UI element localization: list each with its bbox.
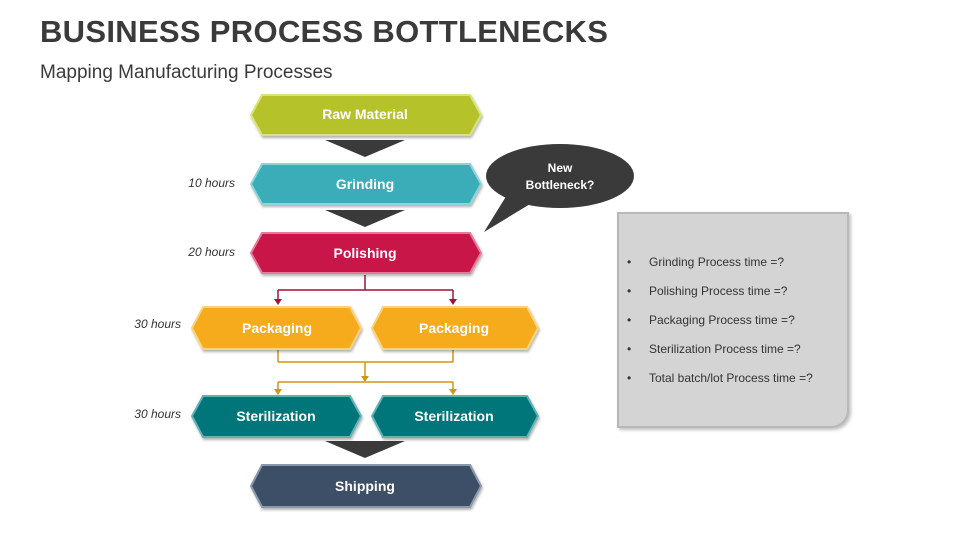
down-arrow-2 (325, 210, 405, 227)
down-arrow-3 (325, 441, 405, 458)
step-packaging-2 (370, 306, 540, 350)
callout-line-2: Bottleneck? (526, 178, 595, 192)
list-item: Grinding Process time =? (627, 254, 813, 283)
step-sterilization-1 (190, 395, 363, 438)
connector-arrowhead (361, 376, 369, 382)
time-label-polishing: 20 hours (187, 245, 235, 259)
callout-line-1: New (548, 161, 573, 175)
step-label-packaging-2: Packaging (419, 320, 489, 336)
step-polishing (249, 232, 483, 274)
time-label-grinding: 10 hours (188, 176, 235, 190)
step-label-sterilization-2: Sterilization (414, 408, 493, 424)
down-arrow-1 (325, 140, 405, 157)
list-item: Sterilization Process time =? (627, 341, 813, 370)
page-subtitle: Mapping Manufacturing Processes (40, 62, 333, 83)
step-label-sterilization-1: Sterilization (236, 408, 315, 424)
step-label-shipping: Shipping (335, 478, 395, 494)
process-time-list: Grinding Process time =? Polishing Proce… (627, 254, 813, 399)
step-label-polishing: Polishing (334, 245, 397, 261)
list-item: Total batch/lot Process time =? (627, 370, 813, 399)
connector-arrowhead (449, 389, 457, 395)
bottleneck-callout: New Bottleneck? (484, 144, 634, 232)
list-item: Polishing Process time =? (627, 283, 813, 312)
step-shipping (249, 464, 483, 508)
packaging-merge-connector (277, 350, 454, 390)
step-label-grinding: Grinding (336, 176, 394, 192)
list-item: Packaging Process time =? (627, 312, 813, 341)
connector-arrowhead (449, 299, 457, 305)
connector-arrowhead (274, 299, 282, 305)
step-label-packaging-1: Packaging (242, 320, 312, 336)
step-raw-material (249, 94, 483, 136)
page-title: BUSINESS PROCESS BOTTLENECKS (40, 14, 609, 49)
step-packaging-1 (190, 306, 363, 350)
process-time-panel: Grinding Process time =? Polishing Proce… (617, 212, 849, 428)
time-label-sterilization: 30 hours (134, 407, 181, 421)
connector-arrowhead (274, 389, 282, 395)
time-label-packaging: 30 hours (134, 317, 181, 331)
step-label-raw-material: Raw Material (322, 106, 408, 122)
step-sterilization-2 (370, 395, 540, 438)
step-grinding (249, 163, 483, 205)
polishing-split-connector (277, 275, 454, 300)
